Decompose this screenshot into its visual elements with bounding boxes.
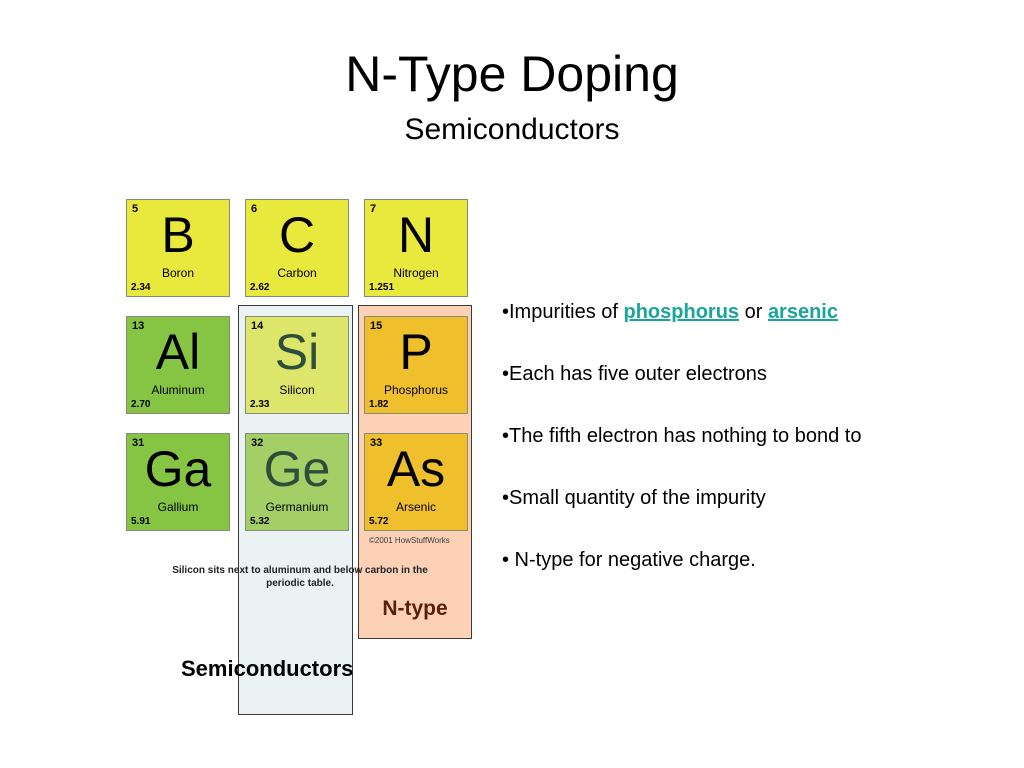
element-symbol: C (278, 207, 316, 263)
semiconductors-label: Semiconductors (181, 656, 354, 681)
element-symbol: Ge (263, 441, 331, 497)
arsenic-link[interactable]: arsenic (767, 301, 838, 323)
atomic-number: 33 (370, 437, 383, 449)
slide-subtitle: Semiconductors (404, 113, 620, 146)
element-tile-carbon: 6 C Carbon 2.62 (245, 199, 349, 297)
element-name: Aluminum (151, 383, 205, 397)
ntype-label: N-type (382, 597, 448, 620)
element-symbol: B (161, 207, 195, 263)
slide-title: N-Type Doping (345, 46, 679, 102)
bullet-fifth-electron: •The fifth electron has nothing to bond … (502, 425, 862, 447)
atomic-number: 32 (251, 437, 264, 449)
atomic-number: 31 (132, 437, 145, 449)
bullet-impurities: •Impurities of phosphorus or arsenic (502, 300, 838, 324)
atomic-number: 14 (251, 320, 264, 332)
element-tile-arsenic: 33 As Arsenic 5.72 (364, 433, 468, 531)
element-name: Phosphorus (383, 383, 449, 397)
element-tile-germanium: 32 Ge Germanium 5.32 (245, 433, 349, 531)
element-mass: 2.62 (250, 282, 270, 293)
bullet-text: or (739, 301, 768, 323)
element-mass: 5.32 (250, 516, 270, 527)
element-mass: 2.34 (131, 282, 151, 293)
element-name: Nitrogen (393, 266, 439, 280)
atomic-number: 5 (132, 203, 139, 215)
phosphorus-link[interactable]: phosphorus (623, 301, 740, 323)
element-tile-aluminum: 13 Al Aluminum 2.70 (126, 316, 230, 414)
element-tile-phosphorus: 15 P Phosphorus 1.82 (364, 316, 468, 414)
element-symbol: Si (274, 324, 320, 380)
element-mass: 5.72 (369, 516, 389, 527)
atomic-number: 13 (132, 320, 145, 332)
element-name: Silicon (279, 383, 315, 397)
element-tile-nitrogen: 7 N Nitrogen 1.251 (364, 199, 468, 297)
caption-line: periodic table. (266, 578, 334, 589)
element-symbol: As (386, 441, 446, 497)
figure-caption: Silicon sits next to aluminum and below … (140, 564, 460, 590)
element-symbol: N (397, 207, 435, 263)
element-mass: 1.251 (369, 282, 395, 293)
element-mass: 5.91 (131, 516, 151, 527)
element-name: Boron (161, 266, 195, 280)
element-mass: 1.82 (369, 399, 389, 410)
element-symbol: P (399, 324, 433, 380)
element-tile-gallium: 31 Ga Gallium 5.91 (126, 433, 230, 531)
atomic-number: 7 (370, 203, 377, 215)
element-tile-silicon: 14 Si Silicon 2.33 (245, 316, 349, 414)
bullet-text: •Impurities of (502, 301, 624, 323)
element-name: Gallium (157, 500, 199, 514)
image-credit: ©2001 HowStuffWorks (369, 536, 450, 545)
atomic-number: 6 (251, 203, 258, 215)
element-name: Germanium (265, 500, 329, 514)
bullet-outer-electrons: •Each has five outer electrons (502, 363, 767, 385)
element-name: Carbon (277, 266, 317, 280)
element-mass: 2.70 (131, 399, 151, 410)
element-symbol: Al (155, 324, 201, 380)
bullet-small-quantity: •Small quantity of the impurity (502, 487, 766, 509)
caption-line: Silicon sits next to aluminum and below … (172, 565, 428, 576)
element-name: Arsenic (395, 500, 436, 514)
bullet-negative-charge: • N-type for negative charge. (502, 549, 756, 571)
element-symbol: Ga (144, 441, 212, 497)
element-tile-boron: 5 B Boron 2.34 (126, 199, 230, 297)
atomic-number: 15 (370, 320, 383, 332)
element-mass: 2.33 (250, 399, 270, 410)
